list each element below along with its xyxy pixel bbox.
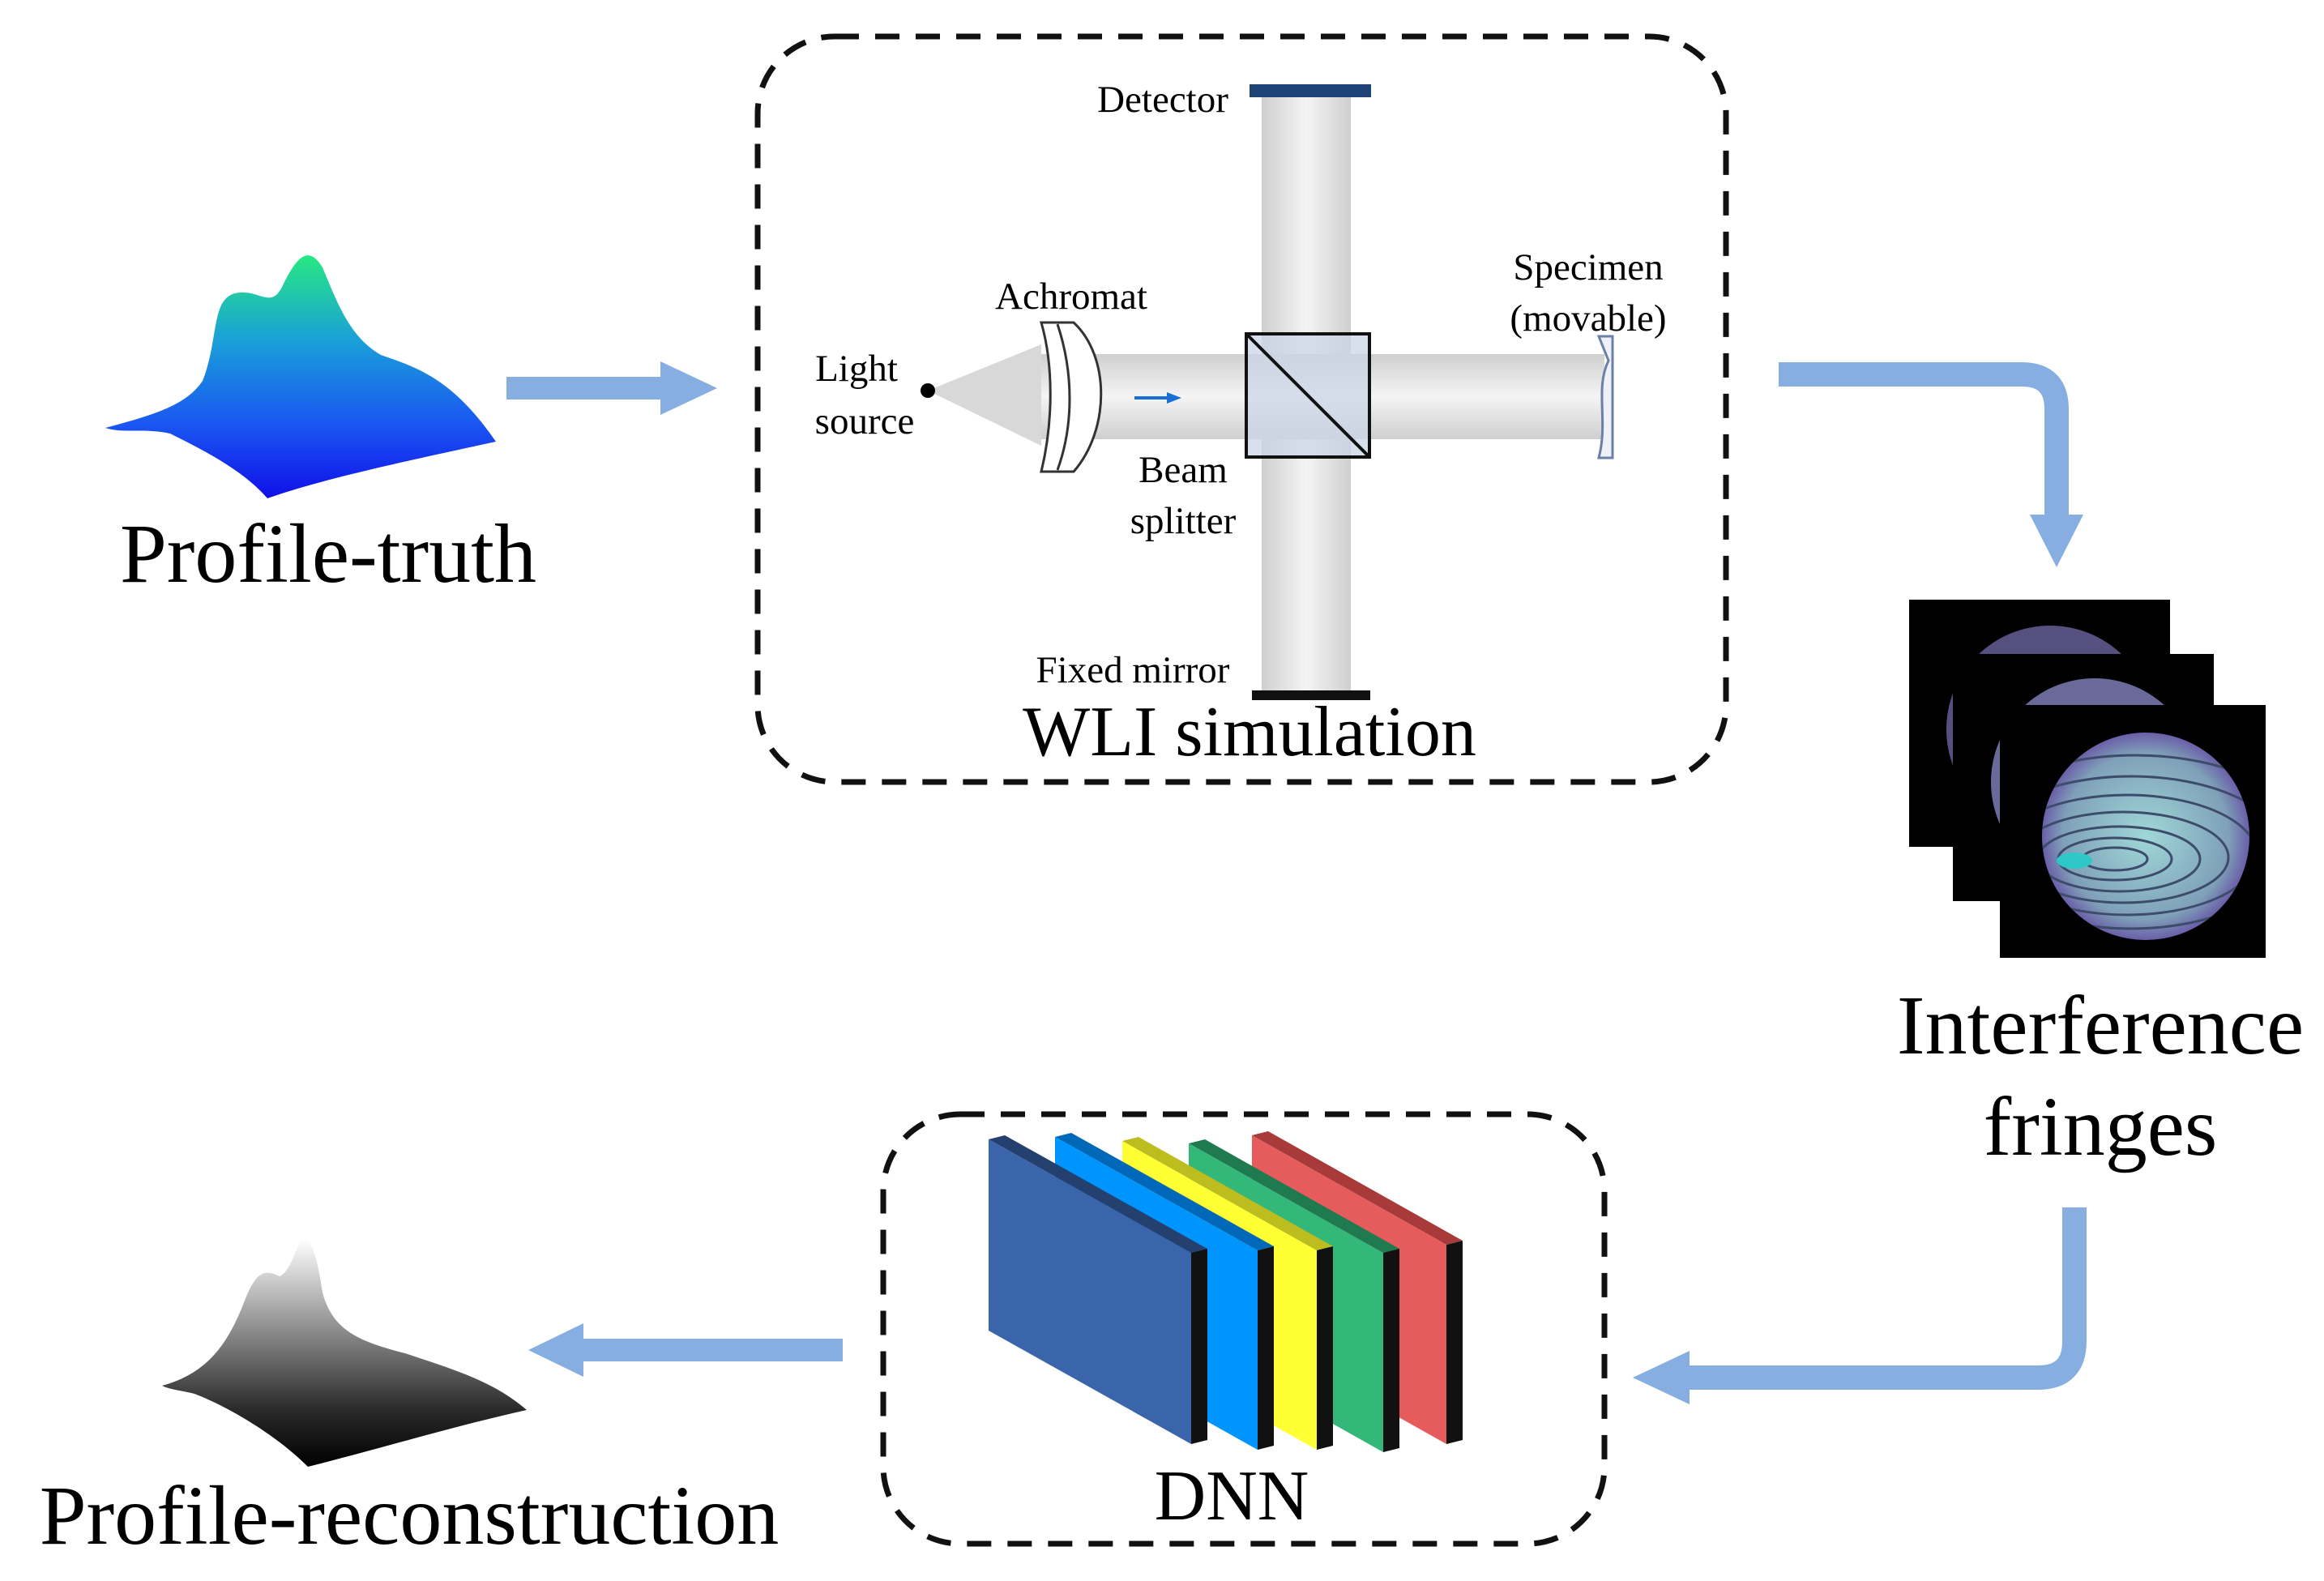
dnn-layer-stack <box>989 1131 1463 1452</box>
arrow-wli-to-fringes <box>1779 362 2083 567</box>
profile-reconstruction-label: Profile-reconstruction <box>40 1469 780 1562</box>
beam-splitter-cube <box>1245 332 1371 459</box>
profile-reconstruction-surface <box>162 1239 527 1467</box>
dnn-layer-dark-blue <box>989 1135 1207 1444</box>
fixed-mirror-bar <box>1252 690 1370 700</box>
wli-optics-diagram <box>921 84 1614 700</box>
wli-simulation-label: WLI simulation <box>1023 693 1476 771</box>
specimen-label-line2: (movable) <box>1510 297 1666 340</box>
arrow-fringes-to-dnn <box>1633 1207 2087 1404</box>
interference-label-line2: fringes <box>1984 1080 2218 1173</box>
detector-label: Detector <box>1097 79 1228 121</box>
interference-label-line1: Interference <box>1897 979 2304 1072</box>
light-source-label-line2: source <box>815 400 915 442</box>
beam-direction-arrow <box>1134 392 1181 404</box>
arrow-dnn-to-reconstruction <box>528 1323 843 1377</box>
fixed-mirror-label: Fixed mirror <box>1036 649 1230 691</box>
light-source-label-line1: Light <box>815 348 898 390</box>
specimen-plate <box>1596 335 1614 459</box>
beam-splitter-label-line2: splitter <box>1130 500 1237 542</box>
wli-simulation-box <box>754 33 1729 785</box>
achromat-lens <box>1040 321 1103 473</box>
achromat-label: Achromat <box>995 276 1147 318</box>
fringe-bright-spot <box>2057 852 2092 869</box>
dnn-box <box>880 1111 1608 1547</box>
specimen-label-line1: Specimen <box>1513 246 1663 288</box>
detector-bar <box>1250 84 1371 97</box>
light-cone <box>928 344 1041 446</box>
arrow-truth-to-wli <box>506 361 717 415</box>
interference-fringe-stack <box>1909 600 2266 958</box>
dnn-label: DNN <box>1155 1457 1309 1536</box>
profile-truth-surface <box>105 255 496 498</box>
light-source-point <box>921 383 935 398</box>
beam-splitter-label-line1: Beam <box>1139 449 1228 491</box>
profile-truth-label: Profile-truth <box>120 507 536 600</box>
